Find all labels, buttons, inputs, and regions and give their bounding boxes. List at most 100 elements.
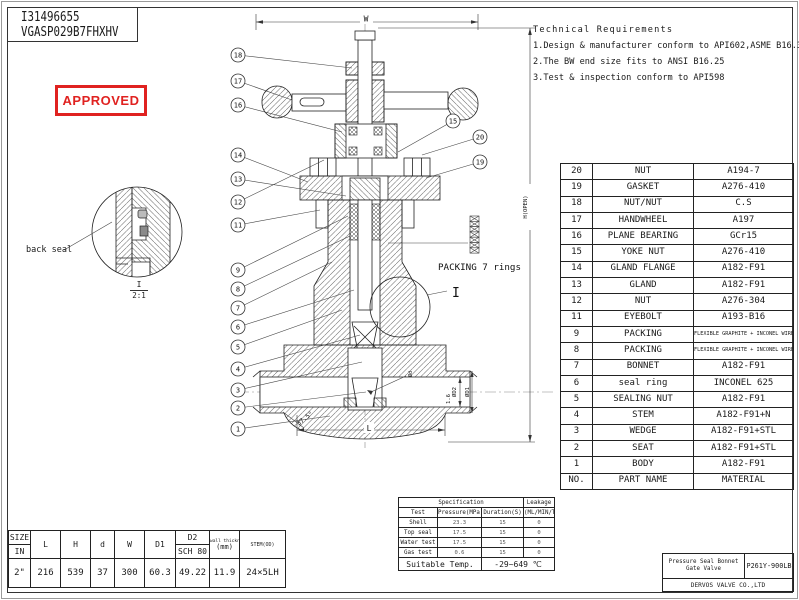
detail-ref: I [136,280,142,289]
size-label: SIZE [8,530,31,545]
detail-mark: I [452,286,460,301]
part-name: PLANE BEARING [592,228,694,246]
size-d2-sub: SCH 80 [175,544,210,559]
part-material: FLEXIBLE GRAPHITE + INCONEL WIRE [693,325,794,344]
tech-req-title: Technical Requirements [533,25,674,35]
product-line-1: Pressure Seal Bonnet [668,559,739,565]
part-no: 13 [560,277,593,295]
callout-label-14: 14 [234,151,242,159]
part-no: 7 [560,358,593,376]
part-name: STEM [592,407,694,425]
part-name: YOKE NUT [592,244,694,262]
part-material: A182-F91 [693,391,794,409]
spec-duration: 15 [480,547,525,558]
size-col-W: W [114,530,145,559]
dim-w: W [255,13,479,30]
callout-6 [230,319,246,335]
suitable-temp-label: Suitable Temp. [398,557,482,571]
spec-duration: 15 [480,527,525,538]
callout-label-13: 13 [234,175,242,183]
back-seal-ring-upper [137,209,148,219]
plane-bearing [348,146,358,156]
dim-h-open: H(OPEN) [378,27,535,443]
spec-leak: 0 [523,547,556,558]
dim-h-label: H(OPEN) [523,195,529,218]
packing-stack [371,203,381,241]
spec-test: Top seal [398,527,438,538]
id-line-2: VGASP029B7FHXHV [21,23,119,40]
callout-14 [230,147,246,163]
callout-3 [230,382,246,398]
size-val-4: 300 [114,558,145,588]
dim-w-label: W [364,15,369,24]
part-material: C.S [693,195,794,213]
spec-col-0: Test [398,507,438,518]
detail-zone-circle [369,276,431,338]
gland-flange [299,175,441,205]
callout-1 [230,421,246,437]
col-material: MATERIAL [693,472,794,490]
fraction-bar [130,290,148,291]
callout-20 [472,129,488,145]
plane-bearing [373,146,383,156]
spec-title: Specification [397,497,525,508]
spec-pressure: 17.5 [437,527,482,538]
id-box: I31496655 VGASP029B7FHXHV [8,8,138,42]
tech-req-item-2: 2.The BW end size fits to ANSI B16.25 [533,57,725,67]
callout-label-3: 3 [236,386,240,394]
callout-5 [230,339,246,355]
spec-duration: 15 [480,537,525,548]
spec-leak: 0 [523,537,556,548]
size-col-d: d [90,530,115,559]
part-no: 12 [560,293,593,311]
callout-9 [230,262,246,278]
part-no: 16 [560,228,593,246]
size-val-3: 37 [90,558,115,588]
dim-d2: ØD2 [451,377,462,407]
size-col-wall: wall thickness(mm) [209,530,240,559]
eyebolt-shaft [315,199,329,229]
size-val-0: 2" [8,558,31,588]
callout-15 [445,113,461,129]
spec-duration: 15 [480,517,525,528]
packing-stack [349,203,359,241]
part-no: 17 [560,211,593,230]
part-no: 11 [560,309,593,327]
callout-label-20: 20 [476,133,484,141]
part-name: NUT/NUT [592,195,694,213]
dim-d1-label: ØD1 [464,387,471,397]
size-val-7: 11.9 [209,558,240,588]
spec-col-2: Duration(S) [480,507,525,518]
eyebolt-shaft [401,199,415,229]
part-material: A194-7 [693,162,794,181]
tech-req-item-3: 3.Test & inspection conform to API598 [533,73,725,83]
company-name: DERVOS VALVE CO.,LTD [662,578,794,592]
part-name: BONNET [592,358,694,376]
back-seal-label: back seal [26,245,73,255]
part-material: A197 [693,211,794,230]
callout-label-6: 6 [236,323,240,331]
callout-19 [472,154,488,170]
size-val-6: 49.22 [175,558,210,588]
part-material: A182-F91+N [693,407,794,425]
callout-label-11: 11 [234,221,242,229]
part-no: 6 [560,374,593,393]
spec-test: Gas test [398,547,438,558]
part-no: 4 [560,407,593,425]
callout-label-2: 2 [236,404,240,412]
product-line-2: Gate Valve [686,566,721,572]
size-unit: IN [8,544,31,559]
part-no: 20 [560,162,593,181]
